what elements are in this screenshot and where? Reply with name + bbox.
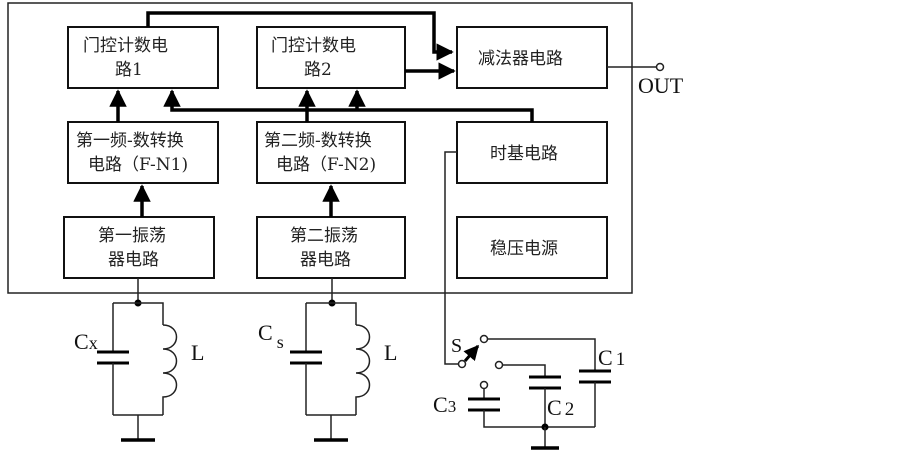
inductor-l (355, 324, 371, 415)
instrument-enclosure (7, 2, 633, 294)
block-fn-converter-1: 第一频-数转换 电路（F-N1) (67, 121, 219, 184)
block-label-line1: 第一振荡 (98, 226, 166, 246)
block-label-line2: 电路（F-N1) (88, 155, 188, 175)
cap-label: Cx (74, 329, 98, 354)
block-label-line1: 第一频-数转换 (76, 131, 184, 151)
block-label-line2: 电路（F-N2) (276, 155, 376, 175)
block-oscillator-2: 第二振荡 器电路 (256, 216, 406, 279)
inductor-label: L (384, 340, 397, 365)
block-gate-counter-2: 门控计数电 路2 (256, 26, 406, 89)
inductor-l (162, 324, 178, 415)
block-label: 稳压电源 (490, 239, 558, 259)
block-oscillator-1: 第一振荡 器电路 (63, 216, 215, 279)
block-regulated-power: 稳压电源 (456, 216, 608, 279)
block-label-line2: 器电路 (108, 250, 159, 270)
block-label-line1: 第二频-数转换 (264, 131, 372, 151)
block-label-line1: 第二振荡 (290, 226, 358, 246)
switch-label: S (451, 335, 462, 357)
block-gate-counter-1: 门控计数电 路1 (67, 26, 219, 89)
inductor-label: L (191, 340, 204, 365)
time-base-gate-bus (170, 93, 534, 122)
block-label-line2: 路2 (304, 60, 332, 80)
block-label-line1: 门控计数电 (271, 36, 356, 56)
block-label: 时基电路 (490, 144, 558, 164)
c3-label: C3 (433, 392, 456, 417)
lc-tank-1: Cx L (74, 278, 204, 442)
block-label-line2: 路1 (115, 60, 143, 80)
block-time-base: 时基电路 (456, 121, 608, 184)
block-fn-converter-2: 第二频-数转换 电路（F-N2) (256, 121, 406, 184)
block-label: 减法器电路 (478, 49, 563, 69)
signal-paths (109, 11, 534, 217)
path-counter1-to-subtractor (146, 11, 454, 61)
block-label-line2: 器电路 (300, 250, 351, 270)
switch-arm (463, 344, 480, 362)
output-terminal: OUT (607, 62, 684, 98)
block-label-line1: 门控计数电 (83, 36, 168, 56)
block-subtractor: 减法器电路 (456, 26, 608, 89)
output-label: OUT (638, 73, 684, 98)
